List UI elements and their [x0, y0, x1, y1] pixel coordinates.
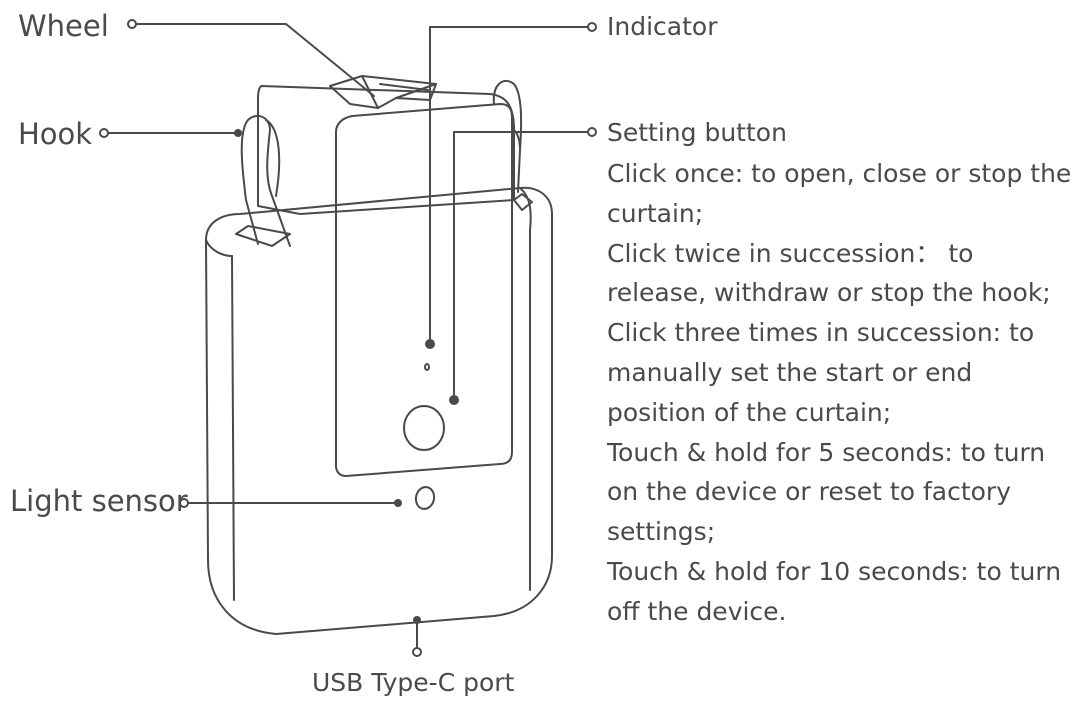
indicator-illustration: [424, 363, 430, 371]
device-body-illustration: [205, 186, 553, 635]
indicator-label: Indicator: [607, 12, 718, 41]
light-sensor-label: Light sensor: [10, 484, 188, 518]
usb-port-label: USB Type-C port: [312, 668, 515, 697]
hook-left-illustration: [240, 114, 291, 247]
light-sensor-illustration: [414, 486, 436, 510]
setting-button-description: Click once: to open, close or stop the c…: [607, 154, 1077, 632]
setting-desc-line: Click once: to open, close or stop the c…: [607, 159, 1072, 228]
setting-desc-line: Touch & hold for 5 seconds: to turn on t…: [607, 437, 1046, 547]
top-block-illustration: [257, 85, 515, 215]
hook-right-illustration: [492, 79, 523, 193]
wheel-illustration: [329, 75, 437, 109]
setting-button-label: Setting button: [607, 118, 787, 147]
setting-button-leader-line: [453, 131, 589, 401]
indicator-leader-line: [429, 26, 589, 345]
setting-desc-line: Click three times in succession: to manu…: [607, 318, 1035, 427]
setting-desc-line: Touch & hold for 10 seconds: to turn off…: [607, 556, 1062, 626]
wheel-leader-line: [135, 23, 375, 97]
wheel-label: Wheel: [18, 9, 109, 43]
hook-label: Hook: [18, 117, 93, 151]
setting-button-illustration: [403, 405, 445, 451]
front-panel-illustration: [335, 103, 513, 477]
setting-desc-line: Click twice in succession： to release, w…: [607, 238, 1051, 308]
